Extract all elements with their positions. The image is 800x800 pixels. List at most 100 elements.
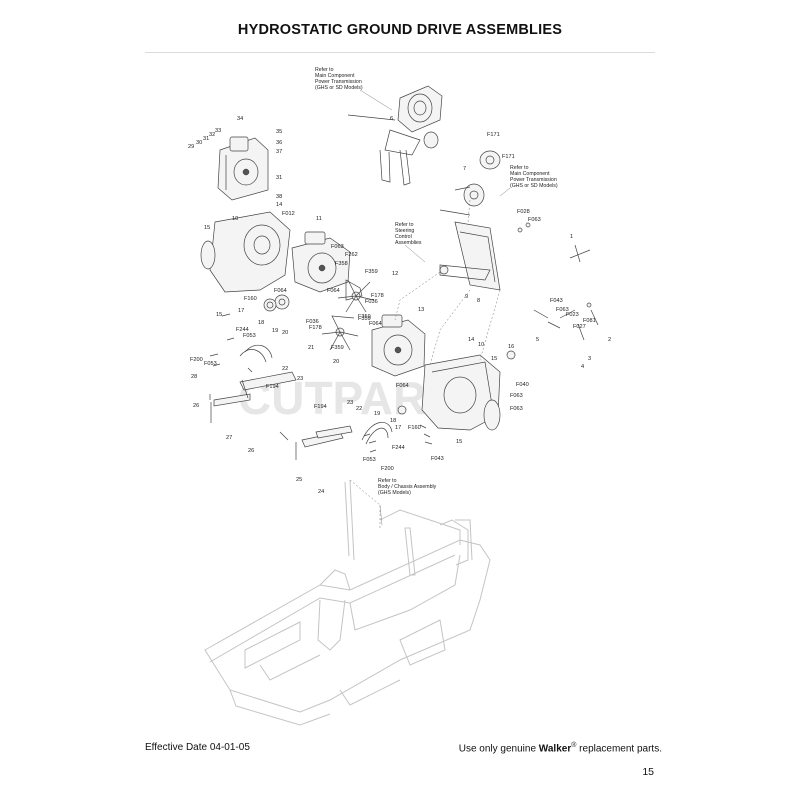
callout-label: 32	[209, 132, 215, 138]
callout-label: 15	[216, 312, 222, 318]
callout-label: 33	[215, 128, 221, 134]
callout-label: 26	[248, 448, 254, 454]
callout-label: 16	[508, 344, 514, 350]
cooling-fan-upper	[337, 279, 375, 313]
callout-label: 20	[333, 359, 339, 365]
center-pump-upper	[291, 231, 363, 301]
callout-label: F359	[358, 316, 371, 322]
callout-label: 26	[193, 403, 199, 409]
svg-text:(GHS or SD Models): (GHS or SD Models)	[510, 183, 558, 189]
callout-label: 3	[588, 356, 591, 362]
callout-label: 14	[468, 337, 474, 343]
callout-label: 23	[297, 376, 303, 382]
callout-label: F063	[510, 406, 523, 412]
callout-label: 17	[238, 308, 244, 314]
callout-label: F171	[502, 154, 515, 160]
svg-text:Refer to: Refer to	[395, 222, 414, 228]
right-gearbox	[397, 350, 516, 431]
svg-text:Main Component: Main Component	[315, 73, 355, 79]
axle-and-hoses	[209, 344, 393, 460]
callout-label: 36	[276, 140, 282, 146]
callout-label: F200	[381, 466, 394, 472]
callout-label: F053	[204, 361, 217, 367]
callout-label: F178	[309, 325, 322, 331]
callout-label: F064	[396, 383, 409, 389]
callout-label: F160	[244, 296, 257, 302]
callout-label: F064	[327, 288, 340, 294]
callout-label: F081	[583, 318, 596, 324]
callout-label: F012	[282, 211, 295, 217]
callout-label: F359	[365, 269, 378, 275]
callout-label: 18	[390, 418, 396, 424]
part-callouts: 34 29 30 31 32 33 35 36 37 31 38 14 10 F…	[188, 116, 611, 495]
reference-note-power-1: Refer to Main Component Power Transmissi…	[315, 67, 363, 91]
callout-label: F358	[335, 261, 348, 267]
callout-label: 19	[374, 411, 380, 417]
callout-label: 19	[272, 328, 278, 334]
callout-label: 14	[276, 202, 282, 208]
callout-label: F063	[331, 244, 344, 250]
svg-text:Refer to: Refer to	[378, 478, 397, 484]
callout-label: F053	[243, 333, 256, 339]
callout-label: 15	[204, 225, 210, 231]
callout-label: 21	[308, 345, 314, 351]
assembly-guides	[349, 199, 501, 530]
footer-note: Use only genuine Walker® replacement par…	[459, 742, 662, 754]
callout-label: F063	[556, 307, 569, 313]
callout-label: F063	[528, 217, 541, 223]
center-pump-lower	[371, 314, 426, 377]
left-pump-upper	[217, 136, 269, 201]
callout-label: 27	[226, 435, 232, 441]
callout-label: 35	[276, 129, 282, 135]
callout-label: F028	[517, 209, 530, 215]
callout-label: 34	[237, 116, 243, 122]
callout-label: 6	[390, 116, 393, 122]
callout-label: F244	[392, 445, 405, 451]
callout-label: F036	[306, 319, 319, 325]
hardware-fasteners	[209, 222, 599, 453]
svg-text:(GHS or SD Models): (GHS or SD Models)	[315, 85, 363, 91]
power-transmission-assembly	[347, 85, 501, 216]
svg-text:(GHS Models): (GHS Models)	[378, 490, 411, 496]
callout-label: 24	[318, 489, 324, 495]
callout-label: 1	[570, 234, 573, 240]
reference-leaders	[359, 89, 511, 526]
callout-label: F244	[236, 327, 249, 333]
callout-label: 15	[491, 356, 497, 362]
page-number: 15	[642, 766, 654, 778]
callout-label: 38	[276, 194, 282, 200]
callout-label: F359	[358, 314, 371, 320]
callout-label: F027	[573, 324, 586, 330]
callout-label: F160	[408, 425, 421, 431]
reference-note-power-2: Refer to Main Component Power Transmissi…	[510, 165, 558, 189]
callout-label: 22	[282, 366, 288, 372]
title-rule	[145, 52, 655, 53]
svg-text:Steering: Steering	[395, 228, 414, 234]
cooling-fan-lower	[321, 315, 359, 351]
reference-note-steering: Refer to Steering Control Assemblies	[395, 222, 422, 246]
callout-label: 13	[418, 307, 424, 313]
svg-text:Body / Chassis Assembly: Body / Chassis Assembly	[378, 484, 437, 490]
left-gearbox	[200, 211, 291, 310]
callout-label: 31	[203, 136, 209, 142]
callout-label: F043	[550, 298, 563, 304]
callout-label: 10	[232, 216, 238, 222]
callout-label: 2	[608, 337, 611, 343]
callout-label: 29	[188, 144, 194, 150]
svg-text:Refer to: Refer to	[315, 67, 334, 73]
callout-label: 25	[296, 477, 302, 483]
callout-label: 8	[477, 298, 480, 304]
svg-text:Assemblies: Assemblies	[395, 240, 422, 246]
callout-label: F064	[274, 288, 287, 294]
callout-label: 9	[465, 294, 468, 300]
callout-label: 15	[456, 439, 462, 445]
svg-text:Power Transmission: Power Transmission	[315, 79, 362, 85]
callout-label: 22	[356, 406, 362, 412]
reference-note-chassis: Refer to Body / Chassis Assembly (GHS Mo…	[378, 478, 437, 496]
footer-suffix: replacement parts.	[579, 743, 662, 755]
callout-label: 37	[276, 149, 282, 155]
callout-label: 12	[392, 271, 398, 277]
svg-text:Main Component: Main Component	[510, 171, 550, 177]
page-title: HYDROSTATIC GROUND DRIVE ASSEMBLIES	[237, 22, 563, 38]
